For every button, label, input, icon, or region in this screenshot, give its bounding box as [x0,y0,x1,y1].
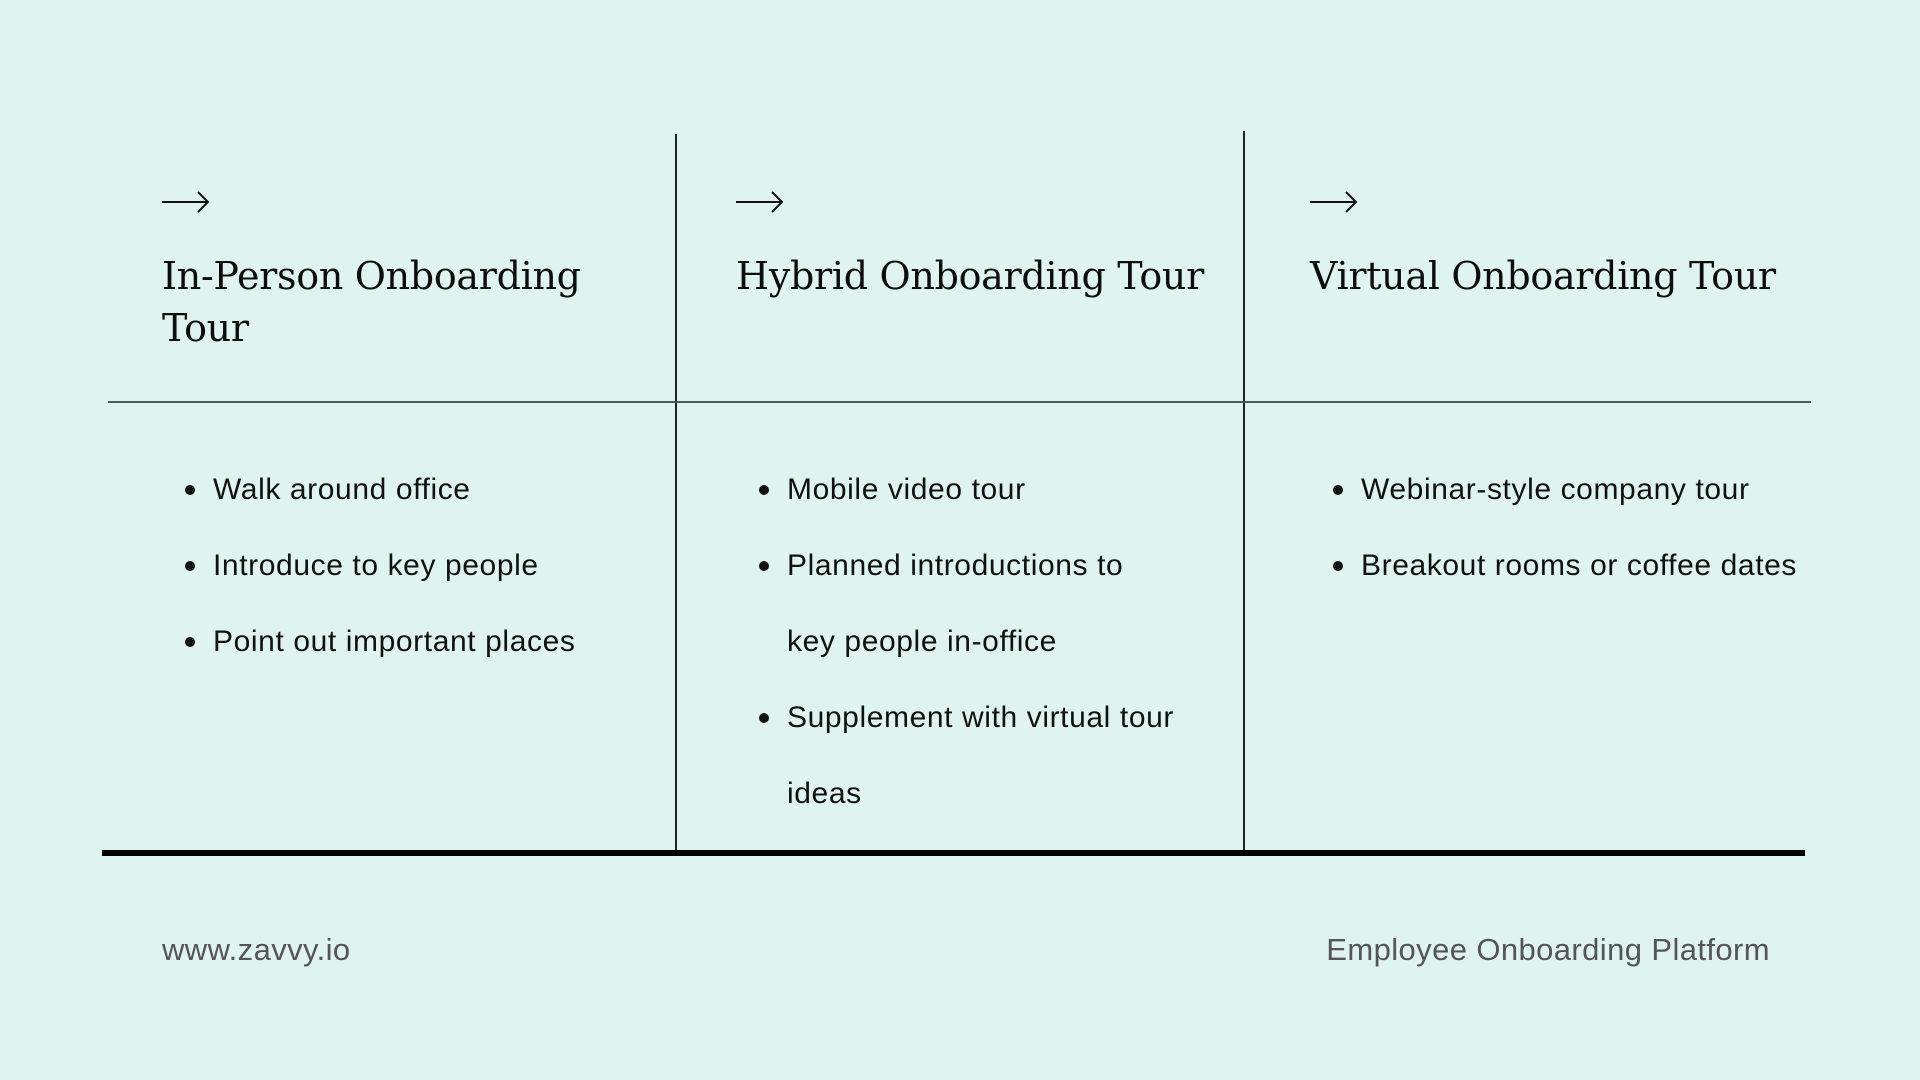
bullet-icon [185,637,195,647]
header-divider [108,401,1811,403]
bullet-list: Walk around office Introduce to key peop… [162,452,682,680]
column-divider [1243,131,1245,850]
bottom-rule [102,850,1805,856]
bullet-icon [759,561,769,571]
footer-tagline: Employee Onboarding Platform [1326,932,1770,967]
bullet-icon [1333,485,1343,495]
list-item-text: Mobile video tour [787,473,1026,506]
column-title: Hybrid Onboarding Tour [736,254,1204,298]
list-item: Webinar-style company tour [1310,452,1810,528]
bullet-list: Webinar-style company tour Breakout room… [1310,452,1810,604]
column-title: Virtual Onboarding Tour [1310,254,1776,298]
list-item-text: Point out important places [213,625,576,658]
list-item: Mobile video tour [736,452,1176,528]
arrow-right-icon [736,185,784,219]
list-item-text: Planned introductions to key people in-o… [787,549,1124,658]
arrow-right-icon [162,185,210,219]
bullet-icon [185,561,195,571]
bullet-icon [759,485,769,495]
list-item-text: Supplement with virtual tour ideas [787,701,1174,810]
list-item: Walk around office [162,452,682,528]
list-item-text: Webinar-style company tour [1361,473,1750,506]
column-title: In-Person Onboarding Tour [162,254,581,350]
bullet-icon [185,485,195,495]
list-item-text: Introduce to key people [213,549,539,582]
bullet-list: Mobile video tour Planned introductions … [736,452,1176,832]
list-item: Point out important places [162,604,682,680]
footer-website: www.zavvy.io [162,932,351,967]
list-item-text: Breakout rooms or coffee dates [1361,549,1798,582]
arrow-right-icon [1310,185,1358,219]
list-item-text: Walk around office [213,473,471,506]
bullet-icon [759,713,769,723]
list-item: Planned introductions to key people in-o… [736,528,1176,680]
column-divider [675,134,677,850]
bullet-icon [1333,561,1343,571]
list-item: Supplement with virtual tour ideas [736,680,1176,832]
list-item: Breakout rooms or coffee dates [1310,528,1810,604]
list-item: Introduce to key people [162,528,682,604]
